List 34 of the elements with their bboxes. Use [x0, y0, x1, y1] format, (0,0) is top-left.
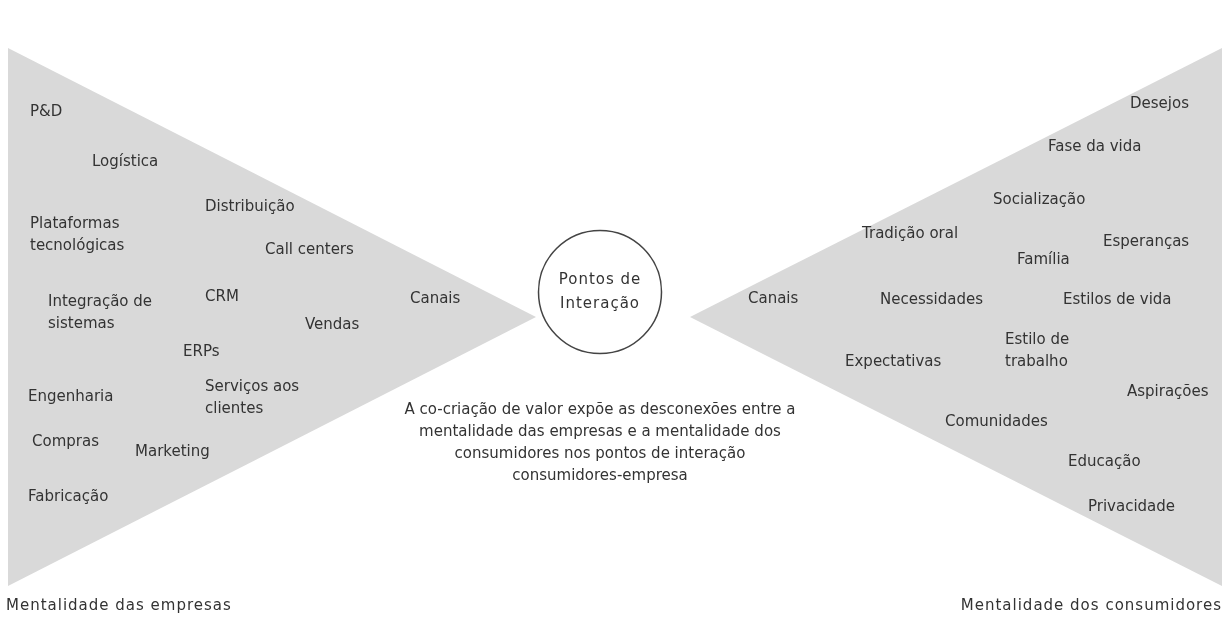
node-label: Estilo de trabalho — [1005, 329, 1071, 372]
node-label: Desejos — [1130, 93, 1189, 114]
node-label: Compras — [32, 431, 99, 452]
node-label: Serviços aos clientes — [205, 376, 301, 419]
node-label: P&D — [30, 101, 63, 122]
caption: Mentalidade dos consumidores — [960, 596, 1222, 614]
node-label: Engenharia — [28, 386, 114, 407]
node-label: Esperanças — [1103, 231, 1190, 252]
node-label: Aspirações — [1127, 381, 1209, 402]
node-label: Canais — [410, 288, 461, 309]
node-label: Pontos de Interação — [557, 269, 643, 314]
node-label: Fase da vida — [1048, 136, 1142, 157]
node-label: Educação — [1068, 451, 1141, 472]
node-label: Necessidades — [880, 289, 983, 310]
node-label: Integração de sistemas — [48, 291, 154, 334]
node-label: CRM — [205, 286, 239, 307]
node-label: Estilos de vida — [1063, 289, 1172, 310]
node-label: Canais — [748, 288, 799, 309]
node-label: Comunidades — [945, 411, 1048, 432]
node-label: ERPs — [183, 341, 220, 362]
node-label: Logística — [92, 151, 159, 172]
circle-shape — [537, 229, 663, 355]
node-label: Vendas — [305, 314, 360, 335]
node-label: Marketing — [135, 441, 210, 462]
node-label: Expectativas — [845, 351, 942, 372]
note-text: A co-criação de valor expõe as desconexões entre a mentalidade das empresas e a mentalidade dos consumidores nos pontos de interação consumidores-empresa — [403, 399, 797, 486]
node-label: Call centers — [265, 239, 354, 260]
node-label: Privacidade — [1088, 496, 1176, 517]
node-label: Plataformas tecnológicas — [30, 213, 126, 256]
node-label: Distribuição — [205, 196, 295, 217]
node-label: Tradição oral — [862, 223, 959, 244]
node-label: Fabricação — [28, 486, 109, 507]
node-label: Família — [1017, 249, 1070, 270]
node-label: Socialização — [993, 189, 1086, 210]
